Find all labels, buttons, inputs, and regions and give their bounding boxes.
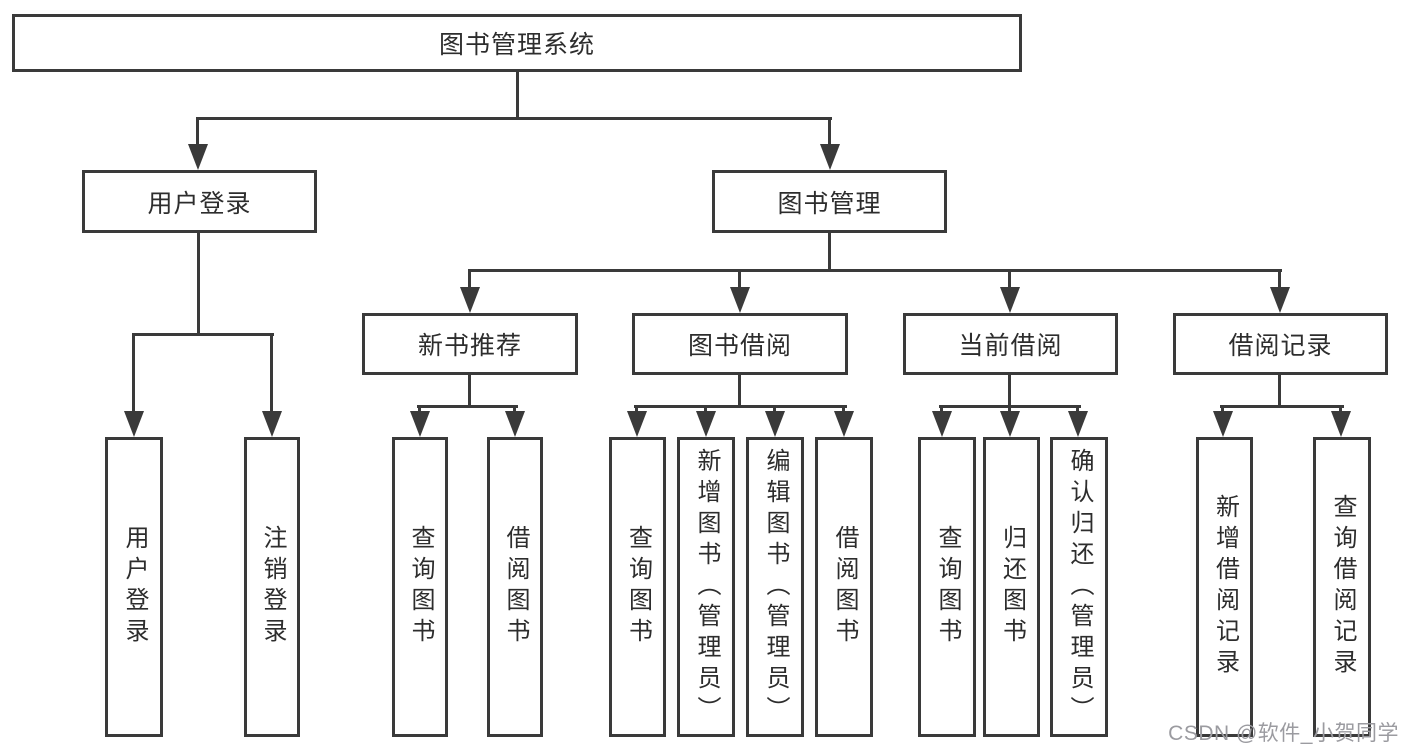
leaf-return-books-label: 归还图书: [998, 525, 1026, 649]
arrowhead-down-login: [188, 144, 208, 170]
leaf-add-borrow-record: 新增借阅记录: [1196, 437, 1253, 737]
connector-drop-sec0: [468, 271, 471, 291]
arrowhead-down-sec1-c3: [834, 411, 854, 437]
arrowhead-down-sec0: [460, 287, 480, 313]
leaf-query-borrow-record: 查询借阅记录: [1313, 437, 1371, 737]
connector-sec0-hbar: [417, 405, 518, 408]
connector-sec3-stem: [1278, 375, 1281, 408]
arrowhead-down-sec3: [1270, 287, 1290, 313]
connector-sec0-stem: [468, 375, 471, 408]
connector-sec3-hbar: [1220, 405, 1344, 408]
connector-login-stem: [197, 233, 200, 336]
leaf-confirm-return-admin-label: 确认归还（管理员）: [1066, 447, 1093, 727]
arrowhead-down-sec3-c1: [1331, 411, 1351, 437]
leaf-logout-label: 注销登录: [259, 525, 286, 649]
leaf-add-book-admin-label: 新增图书（管理员）: [693, 447, 720, 727]
node-new-book-recommend: 新书推荐: [362, 313, 578, 375]
arrowhead-down-sec0-c0: [410, 411, 430, 437]
leaf-query-books-recommend-label: 查询图书: [407, 525, 434, 649]
node-current-borrowing-label: 当前借阅: [958, 332, 1063, 360]
node-book-management: 图书管理: [712, 170, 947, 233]
arrowhead-down-sec2-c1: [1000, 411, 1020, 437]
connector-sec2-stem: [1008, 375, 1011, 408]
node-book-management-label: 图书管理: [777, 189, 882, 218]
connector-drop-sec1: [738, 271, 741, 291]
connector-drop-leaf-user-login: [132, 335, 135, 415]
connector-sec1-stem: [738, 375, 741, 408]
connector-mgmt-stem: [828, 233, 831, 271]
leaf-borrow-books-label: 借阅图书: [831, 525, 858, 649]
arrowhead-down-sec2: [1000, 287, 1020, 313]
leaf-borrow-books-recommend: 借阅图书: [487, 437, 543, 737]
leaf-return-books: 归还图书: [983, 437, 1040, 737]
leaf-confirm-return-admin: 确认归还（管理员）: [1050, 437, 1108, 737]
leaf-add-book-admin: 新增图书（管理员）: [677, 437, 735, 737]
connector-drop-login: [196, 119, 199, 149]
arrowhead-down-leaf-logout: [262, 411, 282, 437]
node-new-book-recommend-label: 新书推荐: [417, 332, 522, 360]
node-root-label: 图书管理系统: [438, 31, 595, 59]
node-book-borrowing-label: 图书借阅: [687, 332, 792, 360]
connector-drop-leaf-logout: [270, 335, 273, 415]
leaf-logout: 注销登录: [244, 437, 300, 737]
node-root: 图书管理系统: [12, 14, 1022, 72]
connector-sec1-hbar: [634, 405, 847, 408]
connector-drop-sec3: [1278, 271, 1281, 291]
leaf-query-borrow-record-label: 查询借阅记录: [1329, 494, 1356, 680]
leaf-borrow-books: 借阅图书: [815, 437, 873, 737]
leaf-user-login-label: 用户登录: [121, 525, 148, 649]
node-user-login-label: 用户登录: [147, 189, 252, 218]
arrowhead-down-sec1: [730, 287, 750, 313]
leaf-query-books-borrowing-label: 查询图书: [624, 525, 652, 649]
node-current-borrowing: 当前借阅: [903, 313, 1118, 375]
node-borrowing-records: 借阅记录: [1173, 313, 1388, 375]
arrowhead-down-sec0-c1: [505, 411, 525, 437]
leaf-add-borrow-record-label: 新增借阅记录: [1211, 494, 1239, 680]
leaf-borrow-books-recommend-label: 借阅图书: [502, 525, 529, 649]
leaf-edit-book-admin: 编辑图书（管理员）: [746, 437, 804, 737]
arrowhead-down-sec3-c0: [1213, 411, 1233, 437]
arrowhead-down-mgmt: [820, 144, 840, 170]
connector-root-hbar: [196, 117, 832, 120]
connector-drop-sec2: [1008, 271, 1011, 291]
node-user-login: 用户登录: [82, 170, 317, 233]
leaf-edit-book-admin-label: 编辑图书（管理员）: [762, 447, 789, 727]
leaf-query-books-current-label: 查询图书: [934, 525, 961, 649]
connector-drop-mgmt: [828, 119, 831, 149]
arrowhead-down-leaf-user-login: [124, 411, 144, 437]
node-borrowing-records-label: 借阅记录: [1228, 332, 1333, 360]
connector-mgmt-hbar: [468, 269, 1282, 272]
leaf-query-books-borrowing: 查询图书: [609, 437, 666, 737]
connector-root-stem: [516, 72, 519, 119]
arrowhead-down-sec1-c1: [696, 411, 716, 437]
arrowhead-down-sec2-c0: [932, 411, 952, 437]
connector-sec2-hbar: [939, 405, 1081, 408]
leaf-user-login: 用户登录: [105, 437, 163, 737]
watermark: CSDN @软件_小贺同学: [1168, 722, 1399, 745]
arrowhead-down-sec1-c2: [765, 411, 785, 437]
arrowhead-down-sec1-c0: [627, 411, 647, 437]
leaf-query-books-recommend: 查询图书: [392, 437, 448, 737]
arrowhead-down-sec2-c2: [1068, 411, 1088, 437]
leaf-query-books-current: 查询图书: [918, 437, 976, 737]
connector-login-hbar: [132, 333, 274, 336]
node-book-borrowing: 图书借阅: [632, 313, 848, 375]
